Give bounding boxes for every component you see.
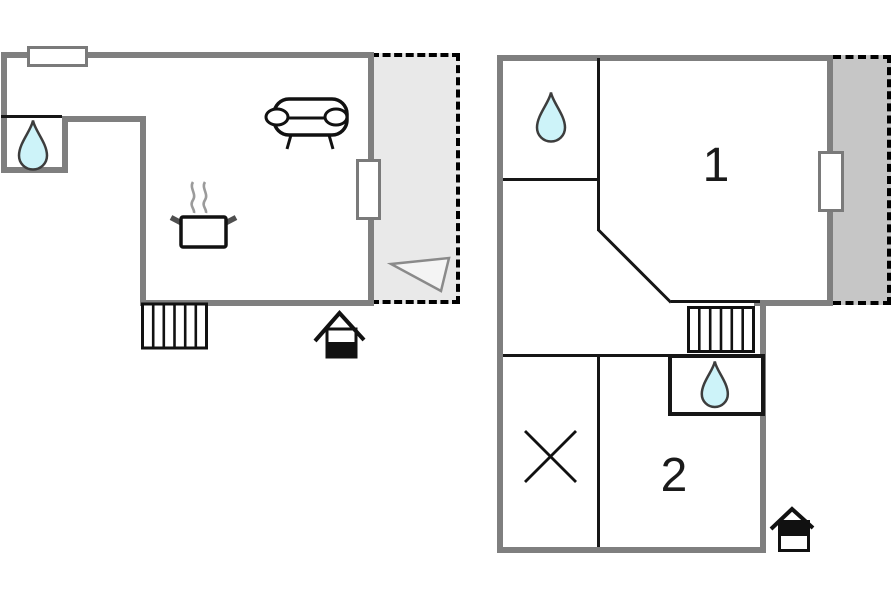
x-cross-icon bbox=[524, 430, 577, 483]
room-1-label: 1 bbox=[702, 139, 730, 192]
exterior-wall-bath-bottom bbox=[1, 167, 68, 173]
exterior-wall-bottom bbox=[497, 547, 766, 553]
window-icon bbox=[27, 46, 88, 67]
window-icon bbox=[356, 159, 381, 220]
exterior-wall-top bbox=[1, 52, 374, 58]
interior-wall-room1-bottom bbox=[671, 300, 760, 303]
window-icon bbox=[818, 151, 844, 212]
exterior-wall-mid-horizontal bbox=[62, 116, 146, 122]
bathroom-partition-wall bbox=[1, 115, 62, 118]
wc-room-box bbox=[668, 354, 765, 416]
house-ground-level-icon bbox=[313, 309, 366, 359]
water-drop-icon bbox=[17, 120, 49, 171]
cooking-pot-icon bbox=[169, 181, 238, 249]
interior-wall-diagonal bbox=[597, 228, 673, 304]
exterior-wall-left bbox=[497, 55, 503, 553]
room-2-label: 2 bbox=[660, 449, 688, 502]
exterior-wall-top bbox=[497, 55, 833, 61]
exterior-wall-connector bbox=[754, 300, 833, 306]
staircase-icon bbox=[687, 306, 755, 353]
interior-wall-bathroom-right bbox=[597, 58, 600, 231]
interior-wall-bathroom-bottom bbox=[503, 178, 600, 181]
staircase-icon bbox=[141, 302, 208, 350]
house-upper-level-icon bbox=[769, 506, 815, 552]
exterior-wall-mid-vertical bbox=[140, 116, 146, 306]
interior-wall-hall-bottom bbox=[503, 354, 668, 357]
exterior-wall-bath-right bbox=[62, 116, 68, 173]
sofa-icon bbox=[264, 97, 349, 150]
exterior-wall-left bbox=[1, 52, 7, 173]
water-drop-icon bbox=[535, 92, 567, 143]
interior-wall-storage-right bbox=[597, 354, 600, 547]
steam-icon bbox=[202, 181, 208, 214]
exterior-wall-right-lower bbox=[760, 300, 766, 553]
steam-icon bbox=[190, 181, 196, 214]
exterior-wall-bottom bbox=[140, 300, 374, 306]
terrace-area bbox=[371, 53, 460, 304]
